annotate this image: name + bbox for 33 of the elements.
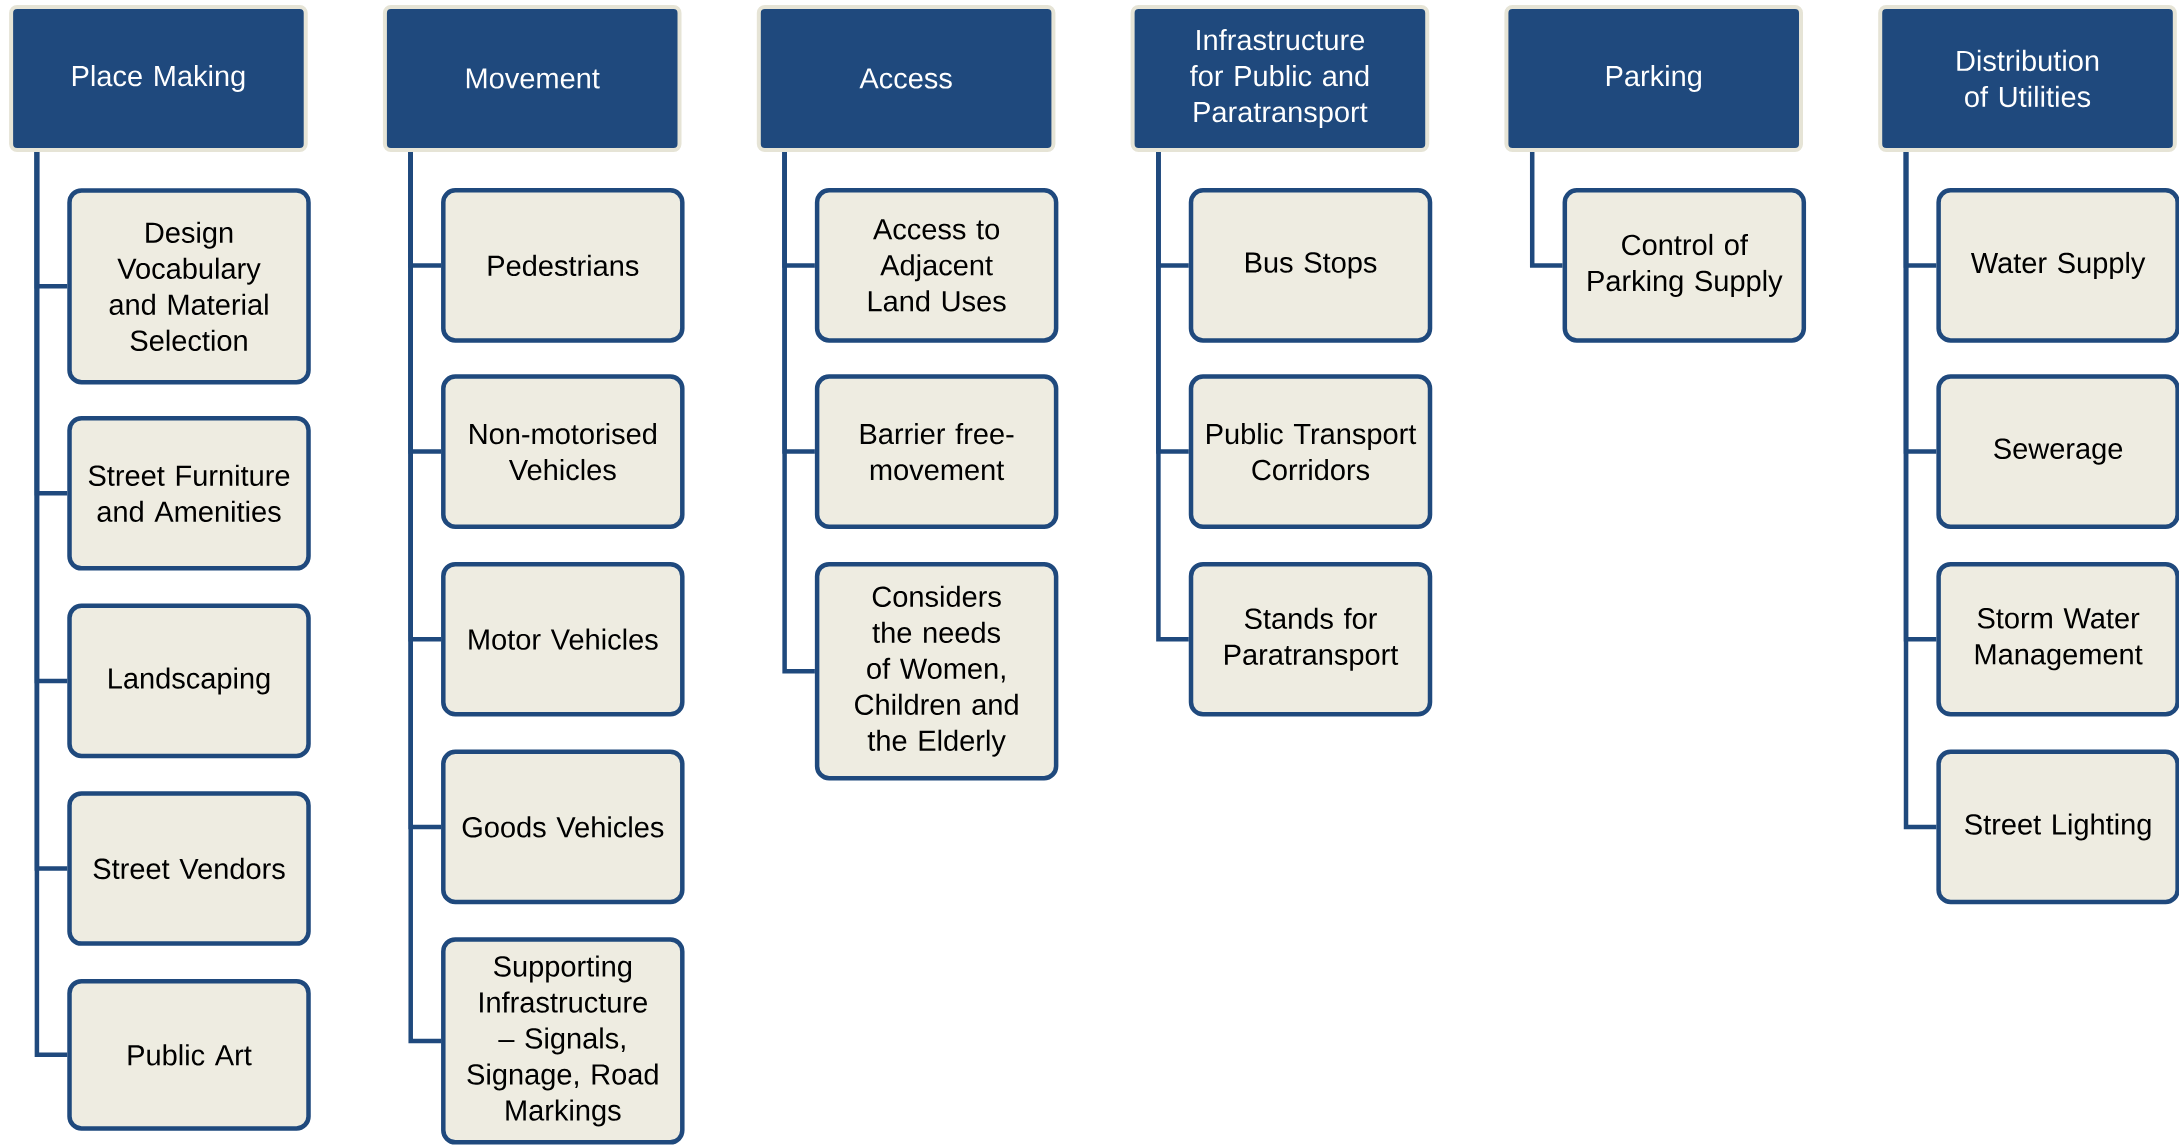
category-box: Parking	[1504, 4, 1803, 153]
subcategory-box: Control of Parking Supply	[1562, 188, 1807, 343]
subcategory-box: Storm Water Management	[1936, 561, 2179, 717]
subcategory-box: Access to Adjacent Land Uses	[814, 188, 1059, 343]
category-box: Place Making	[9, 4, 308, 153]
category-box: Distribution of Utilities	[1878, 4, 2177, 153]
category-box: Infrastructure for Public and Paratransport	[1130, 4, 1430, 153]
subcategory-box: Water Supply	[1936, 188, 2179, 343]
subcategory-box: Supporting Infrastructure – Signals, Signage, Road Markings	[441, 937, 685, 1145]
connector-line	[34, 152, 68, 1058]
connector-line	[1903, 152, 1937, 830]
subcategory-box: Landscaping	[67, 603, 311, 759]
subcategory-box: Stands for Paratransport	[1188, 561, 1433, 717]
connector-line	[782, 152, 815, 674]
connector-line	[408, 152, 442, 1044]
subcategory-box: Street Lighting	[1936, 749, 2179, 905]
connector-line	[1529, 152, 1563, 268]
subcategory-box: Design Vocabulary and Material Selection	[67, 188, 311, 385]
connector-line	[1156, 152, 1189, 642]
subcategory-box: Bus Stops	[1188, 188, 1433, 343]
subcategory-box: Barrier free-movement	[814, 374, 1059, 529]
subcategory-box: Public Art	[67, 978, 311, 1131]
subcategory-box: Non-motorised Vehicles	[441, 374, 685, 529]
category-box: Access	[756, 4, 1056, 153]
category-box: Movement	[382, 4, 682, 153]
subcategory-box: Street Furniture and Amenities	[67, 416, 311, 571]
subcategory-box: Motor Vehicles	[441, 561, 685, 717]
subcategory-box: Pedestrians	[441, 188, 685, 343]
subcategory-box: Public Transport Corridors	[1188, 374, 1433, 529]
subcategory-box: Considers the needs of Women, Children and the Elderly	[814, 561, 1059, 781]
subcategory-box: Street Vendors	[67, 791, 311, 946]
subcategory-box: Goods Vehicles	[441, 749, 685, 905]
subcategory-box: Sewerage	[1936, 374, 2179, 529]
